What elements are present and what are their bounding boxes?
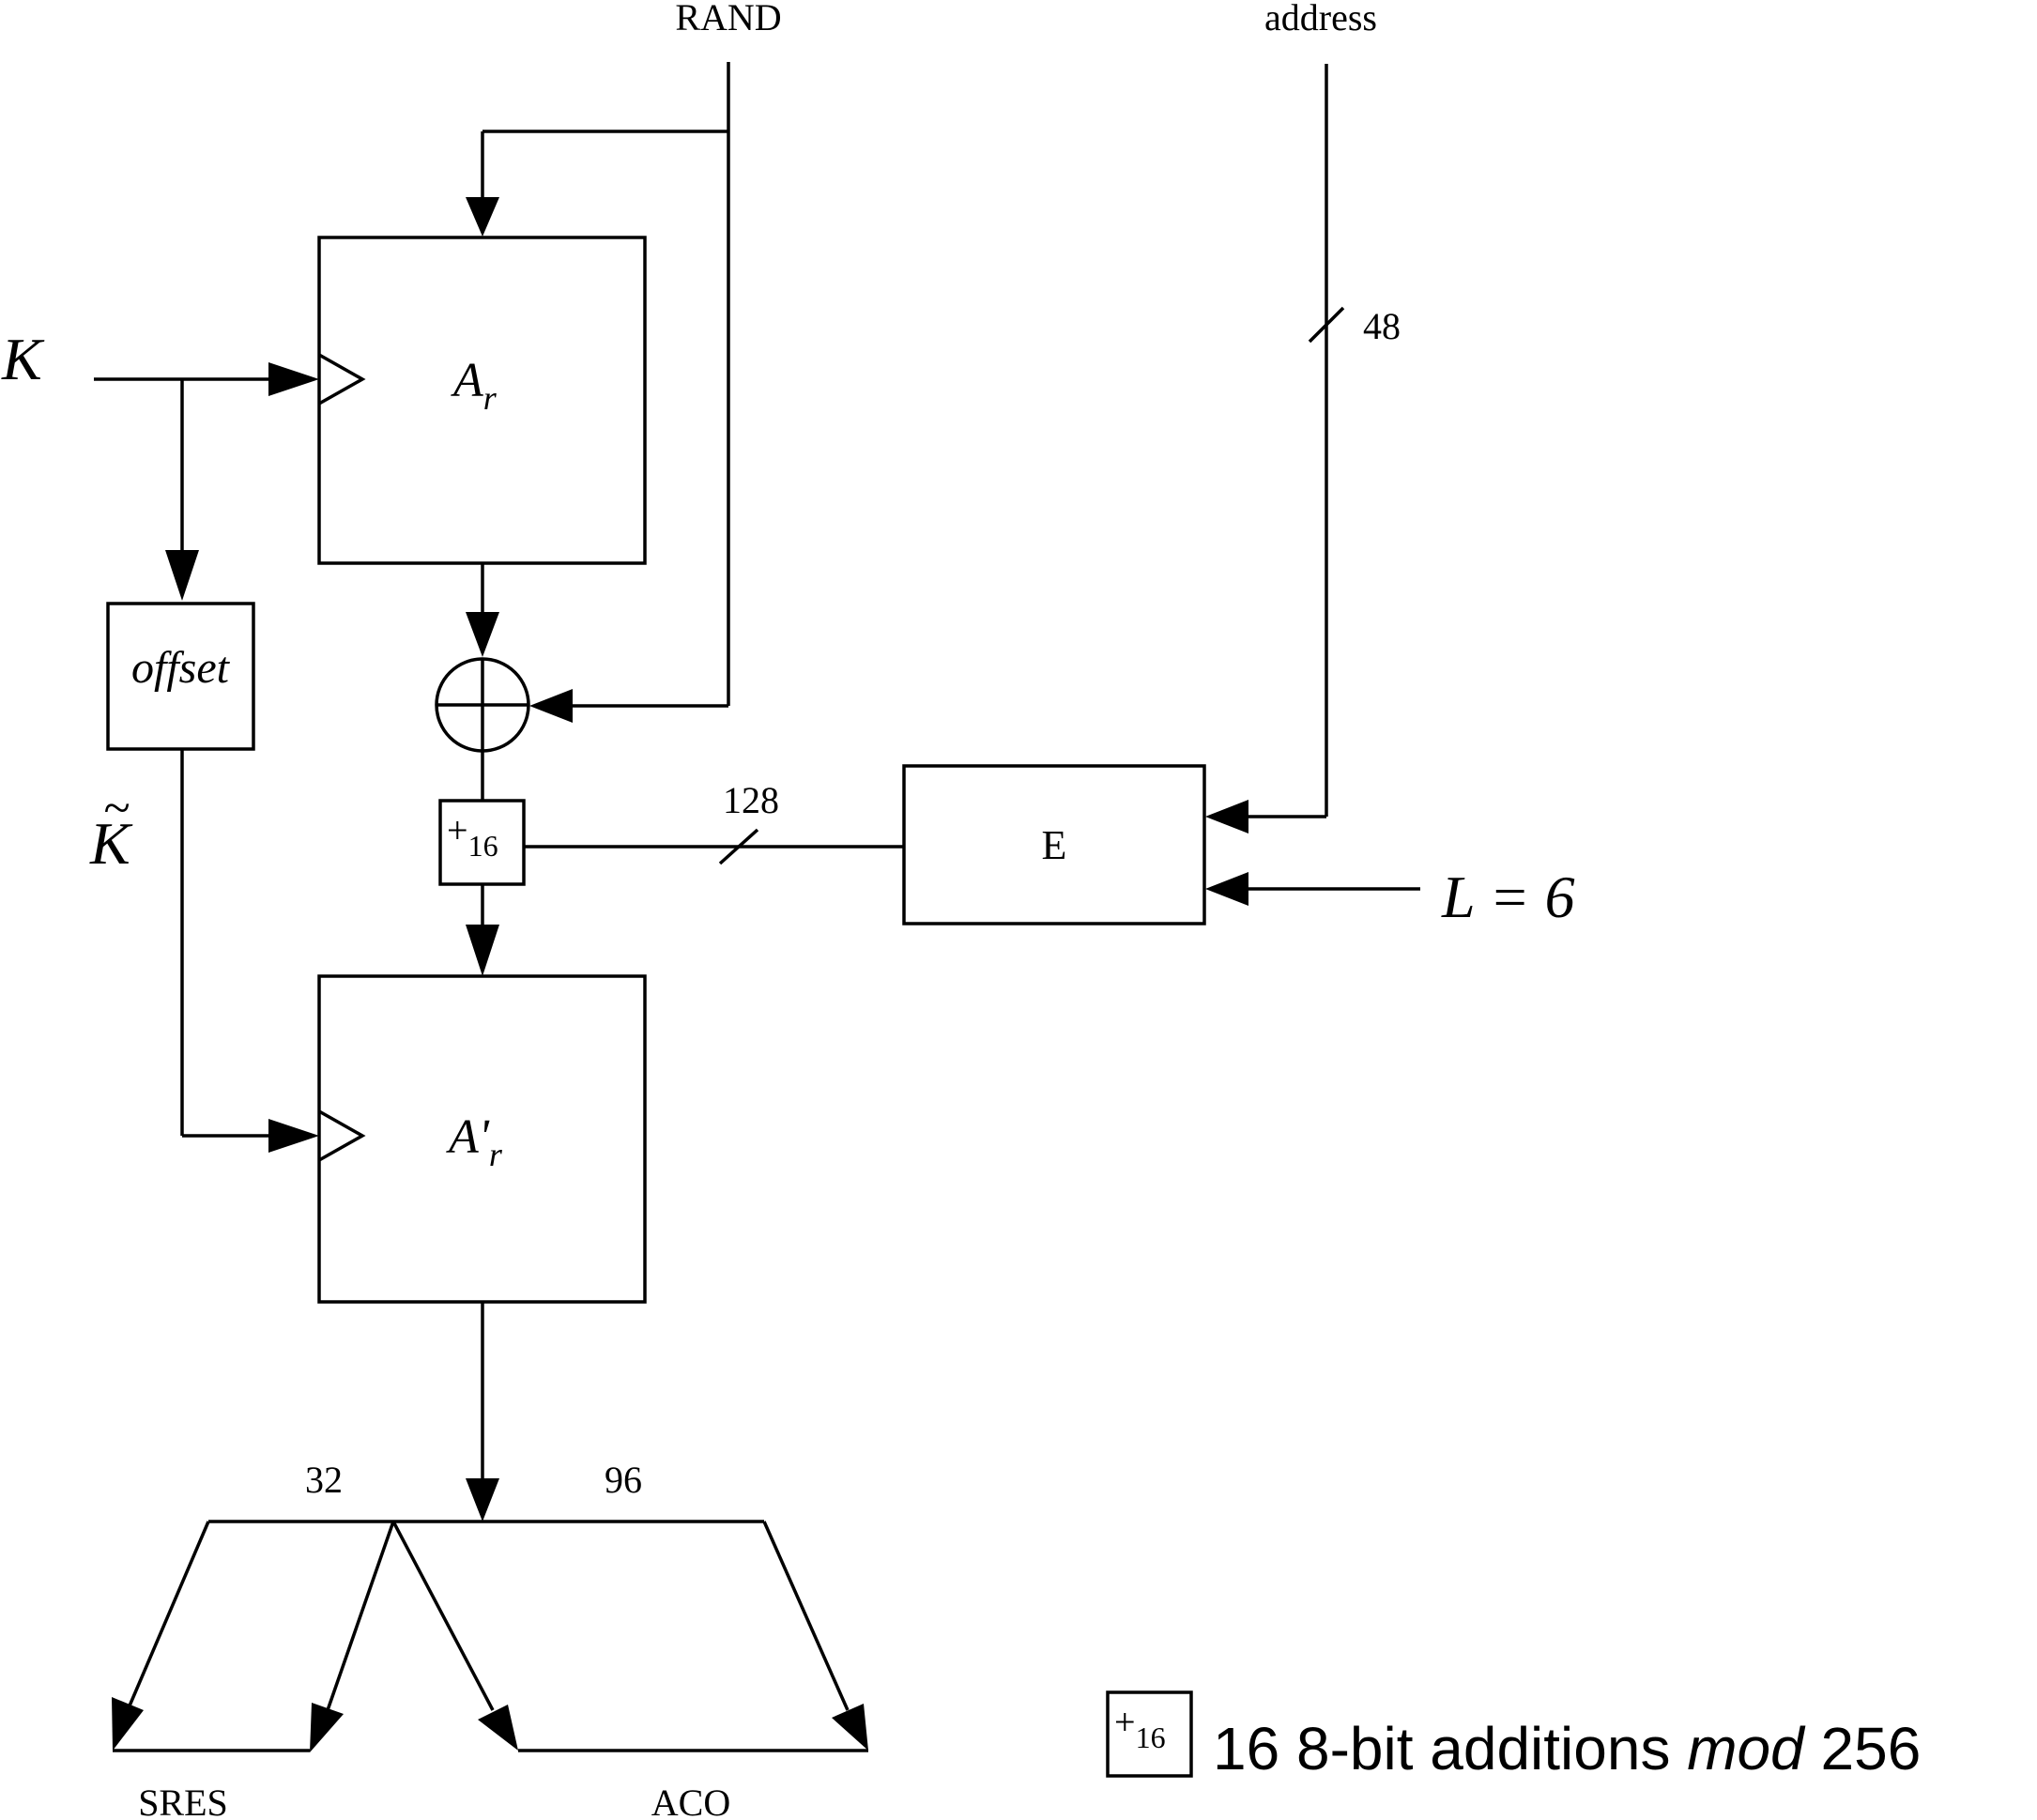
key-label: K xyxy=(1,326,45,392)
legend-adder-label: +16 xyxy=(1114,1701,1166,1754)
bus-width-128: 128 xyxy=(723,779,779,821)
legend: +16 16 8-bit additions mod 256 xyxy=(1106,1690,1921,1782)
ar-label: Ar xyxy=(451,354,498,417)
aco-label: ACO xyxy=(651,1782,730,1820)
length-label: L = 6 xyxy=(1441,864,1575,930)
ar2-clock-icon xyxy=(318,1109,366,1162)
sres-label: SRES xyxy=(138,1782,228,1820)
rand-wire xyxy=(466,62,730,723)
length-wire xyxy=(1205,872,1420,906)
rand-label: RAND xyxy=(675,0,781,38)
key-tilde-label: K xyxy=(89,810,133,877)
offset-label: offset xyxy=(131,643,231,693)
ar-to-xor-wire xyxy=(466,563,499,657)
bus-width-32: 32 xyxy=(305,1459,343,1501)
key-wire xyxy=(94,362,319,601)
legend-adder-symbol xyxy=(1106,1690,1193,1778)
ar-clock-icon xyxy=(318,353,366,405)
adder-to-ar2-wire xyxy=(466,884,499,976)
sres-output-wire xyxy=(112,1521,395,1752)
e-to-adder-wire xyxy=(524,828,904,865)
bus-width-48: 48 xyxy=(1363,305,1401,347)
xor-icon xyxy=(435,657,530,753)
offset-to-ar2-wire xyxy=(180,749,319,1153)
tilde-mark: ~ xyxy=(103,782,130,835)
legend-text: 16 8-bit additions mod 256 xyxy=(1213,1715,1921,1782)
address-wire xyxy=(1205,64,1345,834)
bus-width-96: 96 xyxy=(605,1459,642,1501)
e-block xyxy=(902,764,1206,925)
address-label: address xyxy=(1264,0,1377,38)
ar2-label: A'r xyxy=(446,1110,503,1173)
e-label: E xyxy=(1042,822,1067,868)
adder-label: +16 xyxy=(447,809,498,863)
ar2-output-wire xyxy=(466,1302,499,1522)
aco-output-wire xyxy=(391,1521,868,1752)
